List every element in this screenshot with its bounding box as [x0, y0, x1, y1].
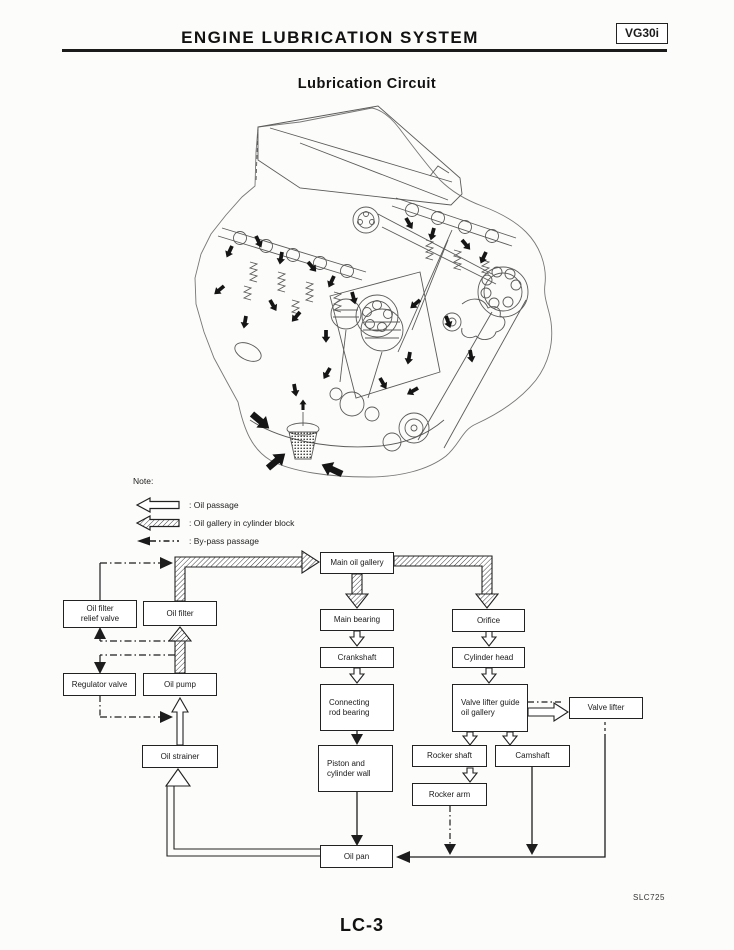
- node-connecting-rod-bearing: Connecting rod bearing: [320, 684, 394, 731]
- node-orifice: Orifice: [452, 609, 525, 632]
- node-regulator-valve: Regulator valve: [63, 673, 136, 696]
- node-rocker-shaft: Rocker shaft: [412, 745, 487, 767]
- node-main-bearing: Main bearing: [320, 609, 394, 631]
- page-title: ENGINE LUBRICATION SYSTEM: [181, 28, 479, 47]
- figure-code: SLC725: [633, 893, 665, 902]
- node-camshaft: Camshaft: [495, 745, 570, 767]
- node-crankshaft: Crankshaft: [320, 647, 394, 668]
- legend-row-oil-passage: : Oil passage: [135, 496, 239, 514]
- node-valve-lifter-guide-oil-gallery: Valve lifter guide oil gallery: [452, 684, 528, 732]
- node-oil-pump: Oil pump: [143, 673, 217, 696]
- legend-label: : By-pass passage: [189, 536, 259, 546]
- node-oil-pan: Oil pan: [320, 845, 393, 868]
- section-title: Lubrication Circuit: [297, 76, 437, 92]
- oil-gallery-arrow-icon: [135, 514, 180, 532]
- oil-passage-arrow-icon: [135, 496, 180, 514]
- page-number: LC-3: [340, 915, 384, 935]
- node-main-oil-gallery: Main oil gallery: [320, 552, 394, 574]
- legend-row-oil-gallery: : Oil gallery in cylinder block: [135, 514, 294, 532]
- bypass-arrowheads: [94, 557, 173, 723]
- legend-row-bypass: : By-pass passage: [135, 532, 259, 550]
- legend-label: : Oil gallery in cylinder block: [189, 518, 295, 528]
- oil-flow-arrows: [211, 215, 490, 481]
- node-oil-strainer: Oil strainer: [142, 745, 218, 768]
- node-valve-lifter: Valve lifter: [569, 697, 643, 719]
- node-piston-and-cylinder-wall: Piston and cylinder wall: [318, 745, 393, 792]
- node-cylinder-head: Cylinder head: [452, 647, 525, 668]
- bypass-arrow-icon: [137, 536, 179, 546]
- legend-label: : Oil passage: [189, 500, 239, 510]
- engine-code-badge: VG30i: [616, 23, 668, 44]
- node-oil-filter-relief-valve: Oil filter relief valve: [63, 600, 137, 628]
- node-oil-filter: Oil filter: [143, 601, 217, 626]
- node-rocker-arm: Rocker arm: [412, 783, 487, 806]
- note-label: Note:: [133, 476, 154, 486]
- header-rule: [62, 49, 667, 52]
